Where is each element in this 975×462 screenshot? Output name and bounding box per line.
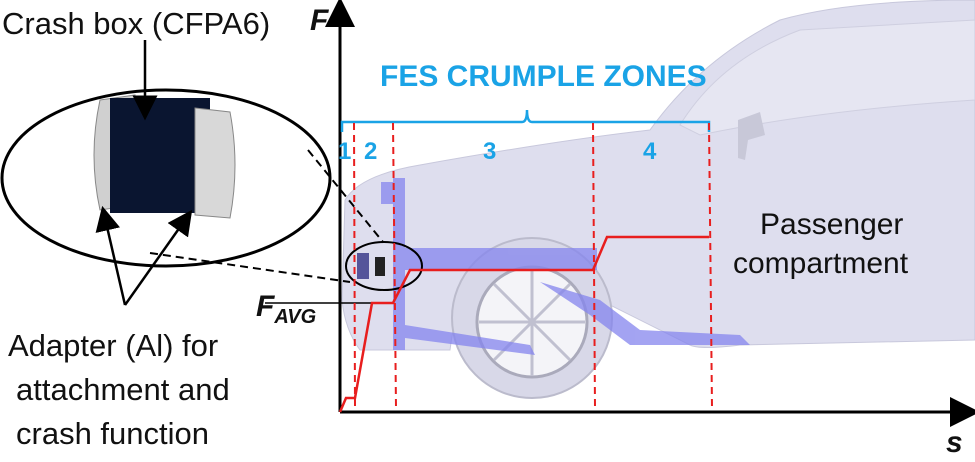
x-axis-label: s [946,426,963,459]
adapter-label-1: Adapter (Al) for [8,328,219,363]
crash-box-illustration [93,94,236,219]
y-axis-label: F [310,4,329,37]
zoom-circle-small [345,241,423,291]
force-curve [338,235,709,413]
zone-label-3: 3 [483,138,497,165]
crumple-zones-title: FES CRUMPLE ZONES [380,60,707,93]
passenger-label-1: Passenger [760,208,904,241]
zone-label-4: 4 [643,138,657,165]
crash-box-small [357,253,369,279]
adapter-label-3: crash function [16,416,209,451]
mirror [738,112,765,160]
zone-label-1: 1 [338,138,352,165]
adapter-label-2: attachment and [16,372,230,407]
f-avg-main: F [256,290,275,323]
f-avg-sub: AVG [274,306,317,328]
zone-label-2: 2 [364,138,378,165]
front-structure [381,178,750,355]
f-avg-label: FAVG [256,290,316,329]
crash-box-label: Crash box (CFPA6) [2,6,271,41]
zone-brace [340,109,711,132]
passenger-label-2: compartment [733,247,909,280]
